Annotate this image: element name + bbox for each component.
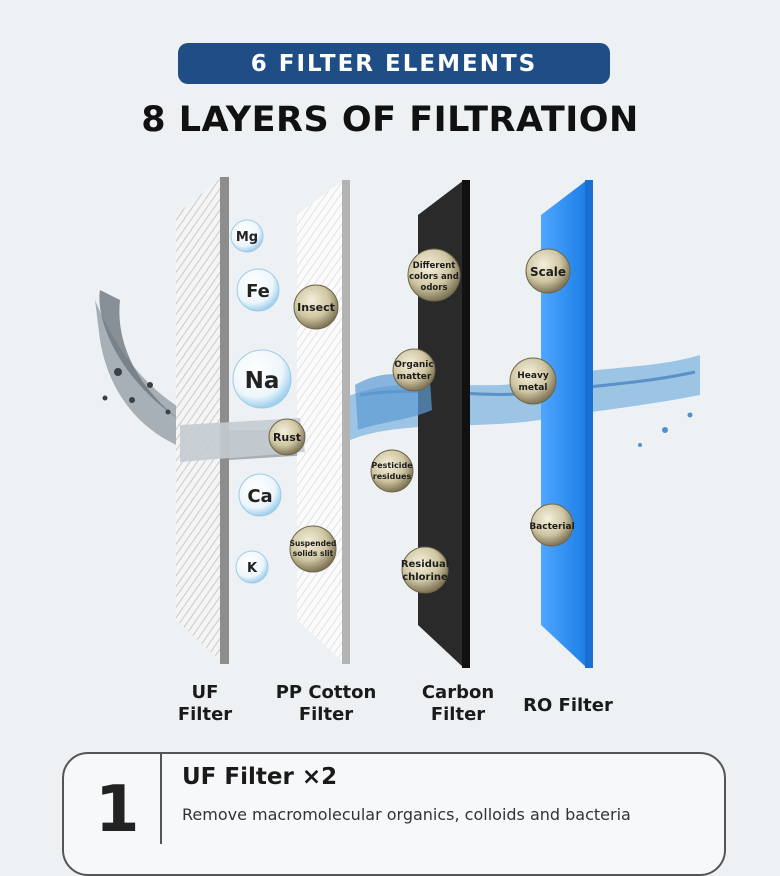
impurity-insect: Insect	[293, 284, 339, 330]
dirt-particle	[114, 368, 122, 376]
svg-text:solids slit: solids slit	[293, 549, 334, 558]
impurity-residual-chlorine: Residual chlorine	[401, 546, 449, 594]
mineral-ca: Ca	[238, 473, 282, 517]
pp-cotton-label-line2: Filter	[298, 704, 354, 725]
svg-text:matter: matter	[397, 372, 432, 382]
water-droplet	[687, 412, 693, 418]
svg-text:metal: metal	[519, 383, 548, 393]
svg-text:Ca: Ca	[247, 486, 272, 507]
svg-text:chlorine: chlorine	[402, 572, 448, 583]
dirt-particle	[147, 382, 153, 388]
svg-text:Bacterial: Bacterial	[529, 522, 574, 532]
uf-filter-label: UF Filter	[160, 682, 250, 726]
filter-elements-banner: 6 FILTER ELEMENTS	[178, 43, 610, 84]
pp-cotton-filter-label: PP Cotton Filter	[264, 682, 388, 726]
dirt-particle	[129, 397, 135, 403]
svg-text:Heavy: Heavy	[517, 371, 549, 381]
water-droplet	[638, 443, 642, 447]
filtration-illustration: Mg Fe Na Ca K Insect Rust Suspended soli…	[95, 177, 700, 668]
impurity-suspended-solids: Suspended solids slit	[289, 525, 337, 573]
svg-text:Fe: Fe	[246, 281, 270, 302]
carbon-label-line2: Filter	[430, 704, 486, 725]
dirt-particle	[165, 409, 171, 415]
dirt-particle	[102, 395, 108, 401]
page-title: 8 LAYERS OF FILTRATION	[141, 100, 639, 140]
uf-filter-label-line2: Filter	[177, 704, 233, 725]
card-divider	[160, 754, 162, 844]
uf-filter-panel	[176, 177, 229, 664]
dirty-water-curl	[99, 290, 180, 420]
card-description: Remove macromolecular organics, colloids…	[182, 805, 631, 824]
pp-cotton-label-line1: PP Cotton	[275, 682, 377, 703]
impurity-organic-matter: Organic matter	[392, 348, 436, 392]
mineral-mg: Mg	[230, 219, 264, 253]
svg-text:Insect: Insect	[297, 301, 335, 314]
impurity-bacterial: Bacterial	[529, 503, 575, 547]
dirty-water-stream	[95, 300, 310, 460]
carbon-filter-label: Carbon Filter	[408, 682, 508, 726]
svg-text:Rust: Rust	[273, 431, 301, 444]
pp-cotton-filter-panel	[297, 180, 350, 664]
svg-text:Suspended: Suspended	[290, 539, 337, 548]
impurity-heavy-metal: Heavy metal	[509, 357, 557, 405]
impurity-pesticide-residues: Pesticide residues	[370, 449, 414, 493]
impurity-colors-odors: Different colors and odors	[407, 248, 461, 302]
mineral-fe: Fe	[236, 268, 280, 312]
svg-text:Residual: Residual	[401, 559, 449, 570]
card-number: 1	[95, 773, 140, 847]
svg-text:Mg: Mg	[236, 230, 258, 245]
svg-text:K: K	[247, 561, 258, 576]
carbon-label-line1: Carbon	[421, 682, 495, 703]
ro-label-line1: RO Filter	[523, 695, 613, 716]
water-droplet	[662, 427, 668, 433]
svg-text:Pesticide: Pesticide	[371, 461, 413, 470]
uf-filter-label-line1: UF	[191, 682, 219, 703]
svg-text:residues: residues	[373, 472, 412, 481]
impurity-rust: Rust	[268, 418, 306, 456]
svg-text:Scale: Scale	[530, 265, 566, 279]
svg-text:colors and: colors and	[409, 272, 459, 282]
mineral-k: K	[235, 550, 269, 584]
card-title: UF Filter ×2	[182, 764, 338, 790]
svg-text:odors: odors	[420, 283, 447, 293]
svg-text:Different: Different	[413, 261, 456, 271]
mineral-na: Na	[232, 349, 292, 409]
svg-text:Na: Na	[245, 368, 280, 394]
ro-filter-label: RO Filter	[512, 695, 624, 717]
impurity-scale: Scale	[525, 248, 571, 294]
carbon-filter-panel	[418, 180, 470, 668]
svg-text:Organic: Organic	[394, 360, 433, 370]
